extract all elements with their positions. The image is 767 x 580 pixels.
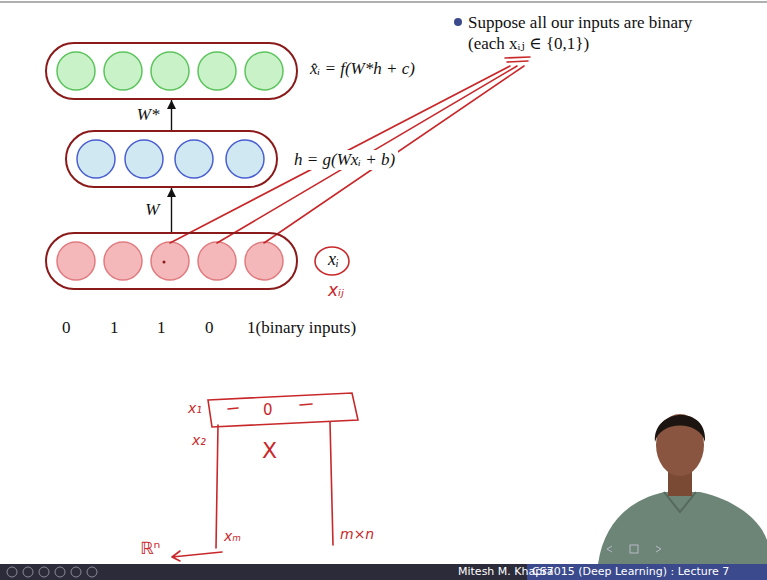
handwritten-note: xᵢⱼ [328, 280, 344, 300]
bullet-text: Suppose all our inputs are binary (each … [468, 12, 718, 55]
matrix-side [330, 422, 333, 545]
weight-arrow [167, 188, 176, 232]
handwritten-note: xₘ [224, 528, 241, 545]
top-rule [0, 1, 767, 3]
arrowhead [167, 188, 176, 197]
footer-band [0, 564, 527, 580]
presenter-figure [598, 414, 767, 564]
layer-box: x̂ᵢ = f(W*h + c) [45, 42, 298, 100]
underline [507, 61, 528, 62]
layer-box: h = g(Wxᵢ + b) [65, 130, 278, 188]
layer-box: xᵢ [45, 232, 298, 290]
output-neurons [57, 52, 283, 90]
handwritten-note: X [262, 438, 277, 464]
input-value: 0 [205, 318, 214, 338]
layer-equation: xᵢ [328, 249, 339, 271]
input-value: 1 [110, 318, 119, 338]
handwritten-note: x₁ [188, 400, 202, 417]
footer-course: CS7015 (Deep Learning) : Lecture 7 [532, 565, 729, 578]
bullet-dot [454, 18, 462, 26]
handwritten-note: 0 [263, 401, 273, 419]
arrowhead [167, 100, 176, 109]
leader-line [264, 66, 524, 243]
layer-equation: x̂ᵢ = f(W*h + c) [310, 59, 415, 79]
weight-arrow [167, 100, 176, 130]
input-neurons [57, 242, 283, 280]
dash-mark [300, 404, 312, 405]
matrix-row [208, 393, 358, 427]
hidden-neurons [77, 140, 264, 178]
footer-band [527, 564, 767, 580]
input-value: 1(binary inputs) [247, 318, 356, 338]
handwritten-annotations [170, 57, 530, 561]
input-value: 1 [157, 318, 166, 338]
leader-line [217, 66, 517, 243]
circle-mark [315, 247, 349, 275]
pen-dot [163, 261, 166, 264]
nav-symbols [607, 545, 661, 553]
handwritten-note: ℝⁿ [140, 538, 160, 558]
weight-label: W* [137, 105, 160, 125]
underline [505, 57, 530, 58]
dash-mark [228, 408, 238, 409]
handwritten-note: m×n [340, 526, 374, 543]
matrix-side [216, 425, 218, 548]
weight-label: W [145, 200, 159, 220]
layer-equation: h = g(Wxᵢ + b) [291, 150, 398, 170]
input-value: 0 [62, 318, 71, 338]
sketch-arrow [172, 551, 222, 561]
handwritten-note: x₂ [192, 432, 206, 449]
player-icons [7, 567, 97, 577]
leader-line [170, 66, 510, 243]
